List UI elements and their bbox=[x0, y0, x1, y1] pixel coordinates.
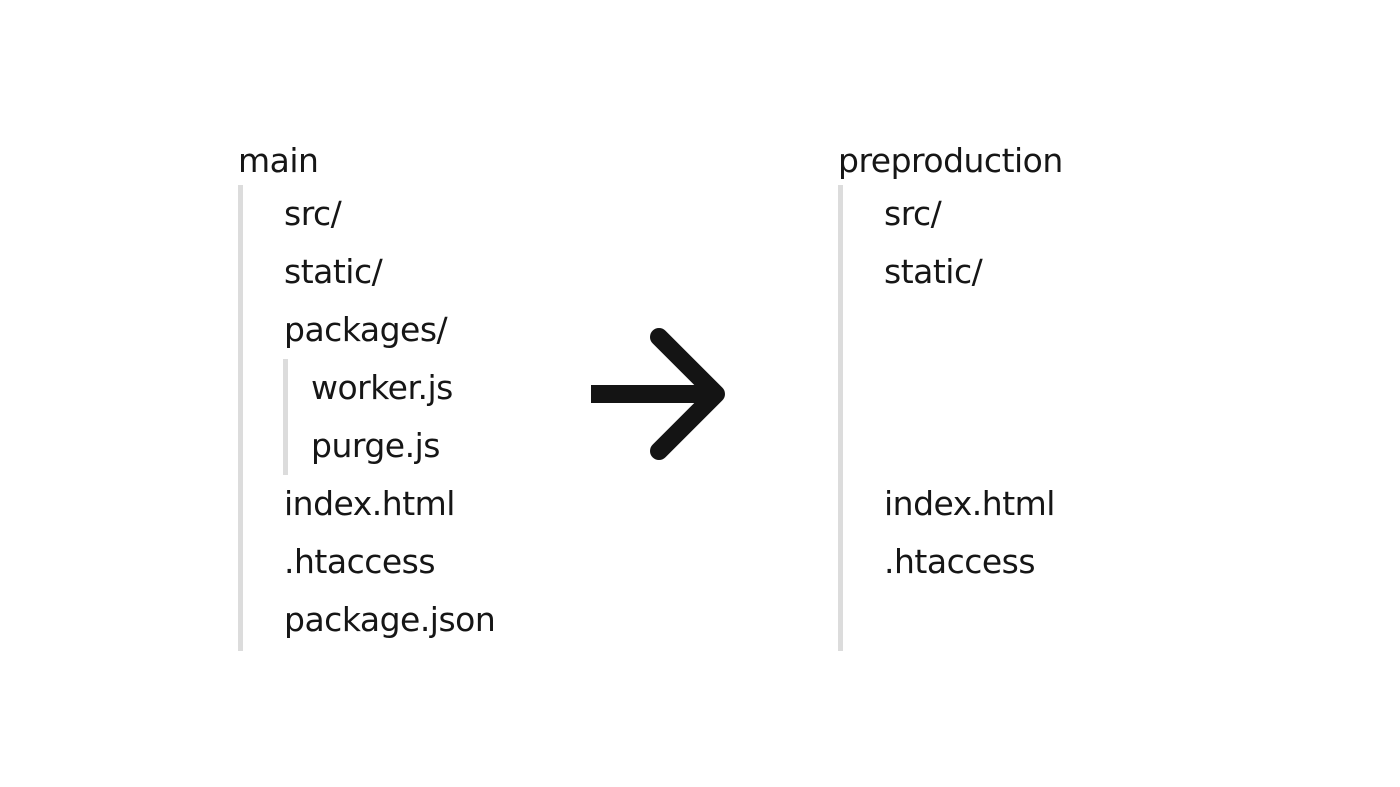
preproduction-src-folder: src/ bbox=[884, 194, 942, 233]
preproduction-htaccess-file: .htaccess bbox=[884, 542, 1036, 581]
main-branch-children: src/ static/ packages/ worker.js purge.j… bbox=[238, 185, 496, 651]
worker-js-file: worker.js bbox=[311, 368, 453, 407]
empty-row bbox=[884, 417, 1063, 475]
preproduction-index-html-file: index.html bbox=[884, 484, 1055, 523]
main-branch-tree: main src/ static/ packages/ worker.js pu… bbox=[238, 137, 496, 651]
preproduction-branch-tree: preproduction src/ static/ index.html .h… bbox=[838, 137, 1063, 651]
preproduction-branch-children: src/ static/ index.html .htaccess bbox=[838, 185, 1063, 651]
packages-children: worker.js purge.js bbox=[283, 359, 495, 475]
main-src-folder: src/ bbox=[284, 194, 342, 233]
main-package-json-file: package.json bbox=[284, 600, 496, 639]
purge-js-file: purge.js bbox=[311, 426, 440, 465]
arrow-right-icon bbox=[586, 324, 732, 464]
main-htaccess-file: .htaccess bbox=[284, 542, 436, 581]
main-branch-label: main bbox=[238, 141, 319, 180]
main-packages-folder: packages/ bbox=[284, 310, 448, 349]
empty-row bbox=[884, 301, 1063, 359]
main-static-folder: static/ bbox=[284, 252, 383, 291]
preproduction-branch-label: preproduction bbox=[838, 141, 1063, 180]
main-index-html-file: index.html bbox=[284, 484, 455, 523]
preproduction-static-folder: static/ bbox=[884, 252, 983, 291]
empty-row bbox=[884, 359, 1063, 417]
